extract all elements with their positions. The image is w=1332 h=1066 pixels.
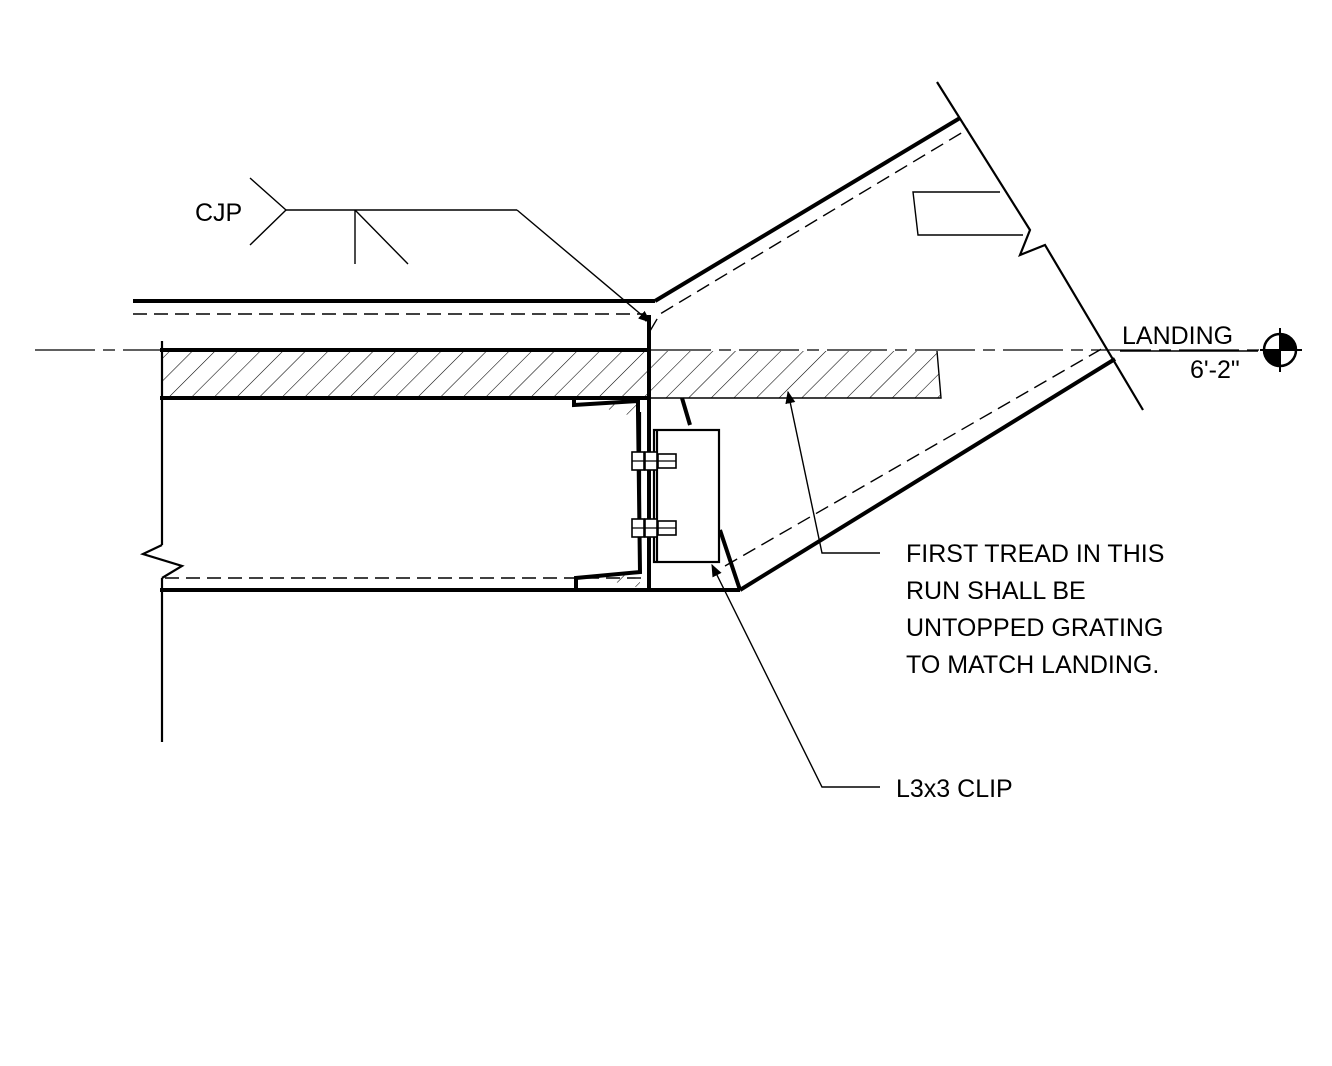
note-line-3: UNTOPPED GRATING [906,614,1163,642]
note-line-1: FIRST TREAD IN THIS [906,540,1164,568]
l3x3-clip-angle [652,428,721,564]
first-tread-grating [651,351,941,398]
clip-leader [711,563,880,788]
elevation-value: 6'-2" [1190,356,1240,384]
weld-symbol: CJP [195,177,651,323]
first-tread-leader [785,390,880,554]
elevation-title: LANDING [1122,322,1233,350]
first-tread-edge [651,350,942,399]
upper-tread-outline [912,191,1023,236]
landing-grating [162,351,649,398]
elevation-marker: LANDING 6'-2" [1120,322,1302,384]
weld-symbol-label: CJP [195,199,242,227]
sloped-stringer-hidden-bottom [724,346,1106,567]
bolt-upper [631,451,677,471]
sloped-stringer-bottom [738,357,1117,592]
channel-flange-hatch-bottom [598,572,640,588]
sloped-stringer-top [653,116,962,303]
sloped-stringer-end-upper [680,397,692,426]
channel-flange-hatch-top [590,401,638,418]
elevation-target-icon [1260,328,1302,372]
bolt-lower [631,518,677,538]
channel-section [572,396,651,592]
clip-note: L3x3 CLIP [896,775,1013,803]
note-line-4: TO MATCH LANDING. [906,651,1159,679]
break-symbol-right [936,81,1144,411]
landing-stringer-hidden-top [133,313,651,332]
break-symbol-left [139,544,185,579]
sloped-stringer-hidden-top [649,128,969,332]
note-line-2: RUN SHALL BE [906,577,1086,605]
first-tread-note: FIRST TREAD IN THIS RUN SHALL BE UNTOPPE… [906,540,1164,679]
sloped-stringer-end-lower [718,529,742,591]
